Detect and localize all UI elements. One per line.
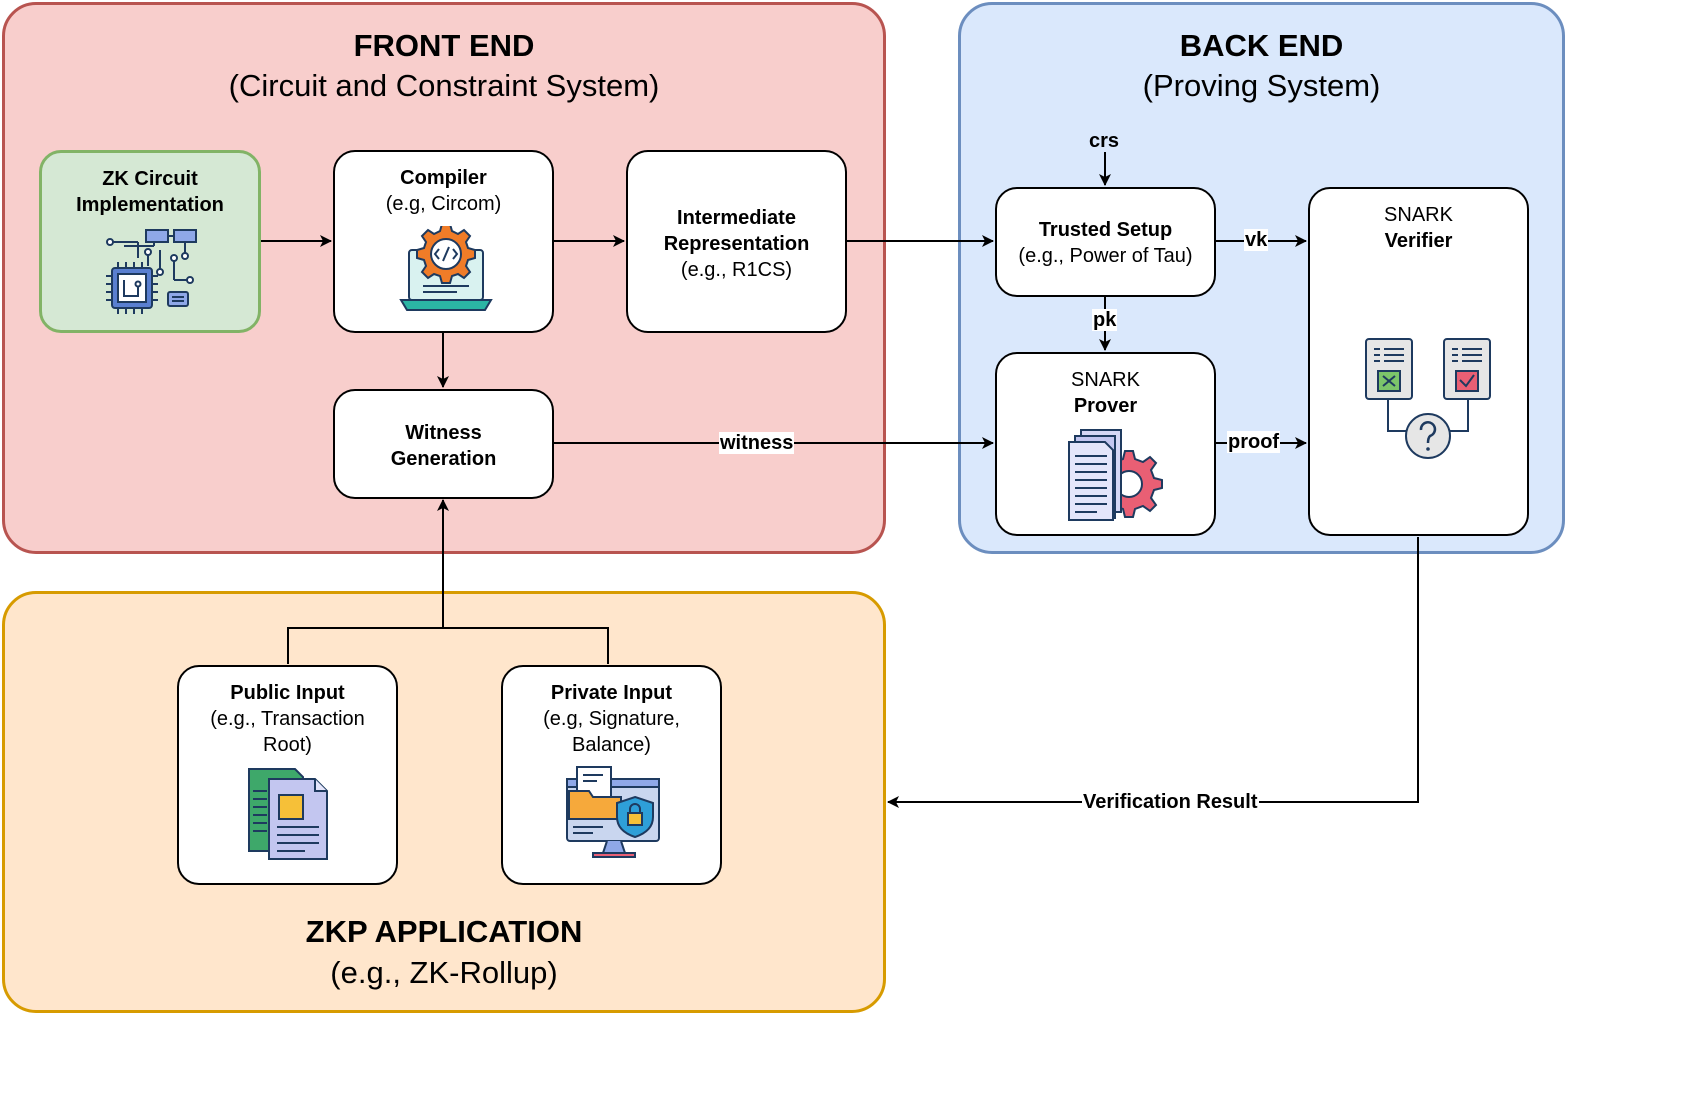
verifier-title: Verifier <box>1384 230 1453 252</box>
compiler-title: Compiler <box>400 167 487 189</box>
zkp-application-title: ZKP APPLICATION <box>305 914 583 949</box>
witness-generation-node: Witness Generation <box>333 389 554 499</box>
edge-public-input-to-witness <box>287 627 443 664</box>
ir-title-line2: Representation <box>663 233 810 255</box>
witness-generation-title: Witness <box>405 422 482 444</box>
intermediate-representation-node: Intermediate Representation (e.g., R1CS) <box>626 150 847 333</box>
snark-verifier-node: SNARK Verifier <box>1308 187 1529 536</box>
private-input-detail-line2: Balance) <box>572 734 651 756</box>
public-input-node: Public Input (e.g., Transaction Root) <box>177 665 398 885</box>
front-end-subtitle: (Circuit and Constraint System) <box>228 68 660 103</box>
public-input-title: Public Input <box>230 682 345 704</box>
zk-circuit-title-line2: Implementation <box>76 194 224 216</box>
edge-private-input-to-witness <box>443 627 609 664</box>
witness-generation-title-line2: Generation <box>390 448 497 470</box>
trusted-setup-title: Trusted Setup <box>1038 219 1173 241</box>
public-input-detail-line2: Root) <box>263 734 312 756</box>
compiler-node: Compiler (e.g, Circom) <box>333 150 554 333</box>
zkp-application-group <box>2 591 886 1013</box>
private-input-detail: (e.g, Signature, <box>543 708 680 730</box>
public-input-detail: (e.g., Transaction <box>210 708 365 730</box>
edge-label-pk: pk <box>1092 309 1118 331</box>
zk-circuit-node: ZK Circuit Implementation <box>39 150 261 333</box>
zk-circuit-title: ZK Circuit <box>102 168 198 190</box>
back-end-subtitle: (Proving System) <box>1142 68 1381 103</box>
prover-kicker: SNARK <box>1071 369 1140 391</box>
back-end-title: BACK END <box>1179 28 1344 63</box>
private-input-node: Private Input (e.g, Signature, Balance) <box>501 665 722 885</box>
edge-label-crs: crs <box>1089 130 1120 152</box>
compiler-detail: (e.g, Circom) <box>385 193 502 215</box>
prover-title: Prover <box>1073 395 1138 417</box>
edge-label-verification-result: Verification Result <box>1082 791 1259 813</box>
secure-folder-monitor-icon <box>566 766 660 858</box>
ir-detail: (e.g., R1CS) <box>680 259 793 281</box>
laptop-code-gear-icon <box>399 226 493 311</box>
edge-verifier-to-application <box>887 537 1419 808</box>
front-end-title: FRONT END <box>353 28 535 63</box>
edge-label-proof: proof <box>1227 431 1281 453</box>
private-input-title: Private Input <box>550 682 673 704</box>
documents-icon <box>248 768 328 860</box>
edge-label-vk: vk <box>1244 229 1269 251</box>
edge-label-witness: witness <box>719 432 795 454</box>
document-gear-icon <box>1068 429 1163 521</box>
snark-prover-node: SNARK Prover <box>995 352 1216 536</box>
verify-documents-icon <box>1365 338 1491 459</box>
verifier-kicker: SNARK <box>1384 204 1453 226</box>
ir-title: Intermediate <box>677 207 796 229</box>
trusted-setup-node: Trusted Setup (e.g., Power of Tau) <box>995 187 1216 297</box>
trusted-setup-detail: (e.g., Power of Tau) <box>1018 245 1193 267</box>
zkp-application-subtitle: (e.g., ZK-Rollup) <box>330 955 558 990</box>
circuit-board-icon <box>106 229 197 314</box>
